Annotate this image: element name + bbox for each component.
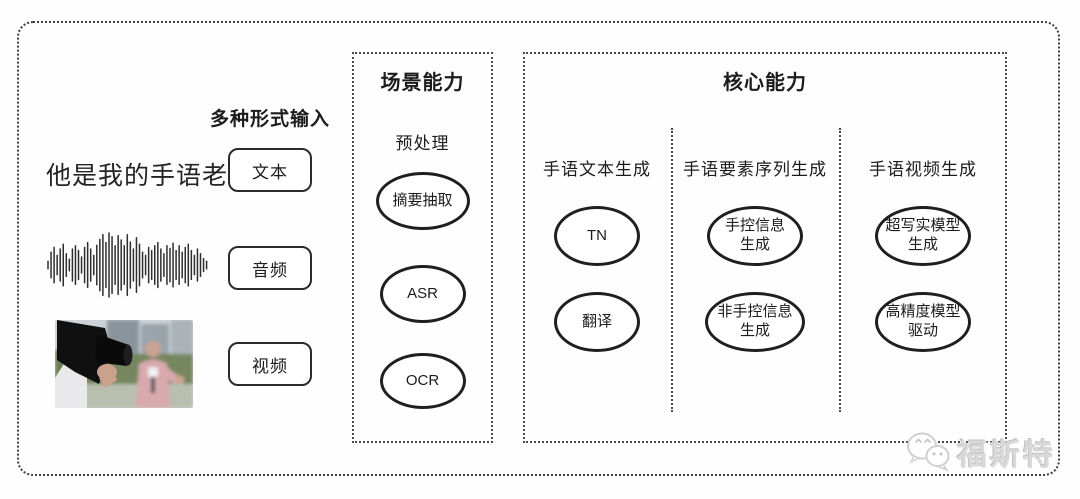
core-capability-title: 核心能力 [723,72,807,94]
watermark: 福斯特 [905,430,1056,474]
column-divider [839,128,841,412]
scene-capability-title: 场景能力 [380,72,465,94]
core-capability-box [523,52,1007,443]
preprocess-label: 预处理 [395,134,450,153]
watermark-text: 福斯特 [957,439,1056,472]
column-divider [671,128,673,412]
sample-sentence-text: 他是我的手语老师 [46,162,255,190]
input-section-title: 多种形式输入 [209,109,330,130]
audio-input-box: 音频 [228,246,312,290]
audio-input-label: 音频 [252,260,288,280]
wechat-icon [907,432,950,472]
text-input-box: 文本 [228,148,312,192]
video-input-label: 视频 [252,356,288,376]
video-thumbnail [55,320,193,408]
camera-interview-photo [55,320,193,408]
outer-dotted-frame [17,21,1060,476]
scene-capability-box [352,52,493,443]
audio-waveform [44,230,210,300]
audio-waveform-icon [47,232,208,298]
text-input-label: 文本 [252,162,288,182]
video-input-box: 视频 [228,342,312,386]
